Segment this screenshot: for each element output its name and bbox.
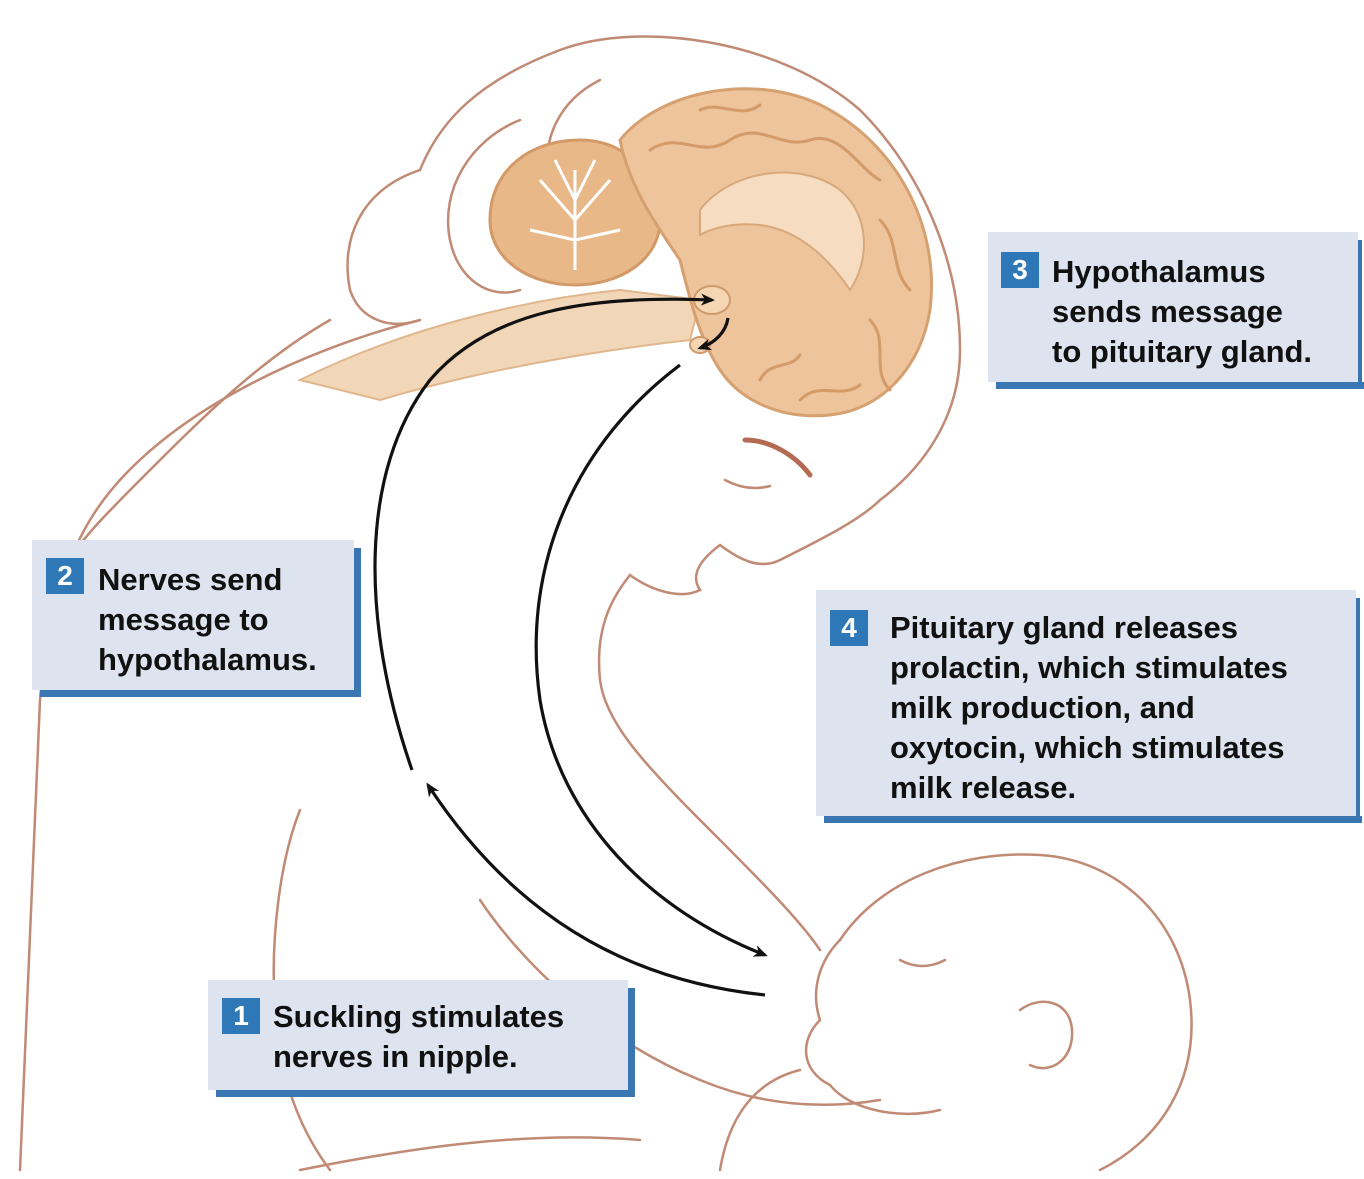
baby-body — [720, 1070, 800, 1170]
baby-eye — [900, 960, 945, 966]
step-3-text: Hypothalamus sends message to pituitary … — [1052, 252, 1312, 372]
step-1-callout: 1 Suckling stimulates nerves in nipple. — [208, 980, 628, 1090]
mother-chin-neck — [599, 575, 820, 950]
step-2-number-badge: 2 — [46, 558, 84, 594]
step-2-callout: 2 Nerves send message to hypothalamus. — [32, 540, 354, 690]
feedback-arrows — [375, 299, 765, 995]
mother-arm-outline — [70, 320, 330, 560]
step-1-text: Suckling stimulates nerves in nipple. — [273, 997, 564, 1077]
baby-ear — [1020, 1002, 1072, 1068]
baby-head-outline — [840, 854, 1192, 1170]
baby-outline — [720, 854, 1192, 1170]
arrow-nipple-to-nerve — [428, 785, 765, 995]
step-2-text: Nerves send message to hypothalamus. — [98, 560, 317, 680]
step-1-number-badge: 1 — [222, 998, 260, 1034]
arrow-pituitary-to-breast — [536, 365, 765, 955]
mother-eyebrow — [745, 440, 810, 475]
step-4-callout: 4 Pituitary gland releases prolactin, wh… — [816, 590, 1356, 816]
mother-face-outline — [630, 500, 880, 594]
mother-lower-arm — [300, 1137, 640, 1170]
step-3-number-badge: 3 — [1001, 252, 1039, 288]
mother-eye — [725, 480, 770, 488]
step-4-text: Pituitary gland releases prolactin, whic… — [890, 608, 1288, 808]
step-3-callout: 3 Hypothalamus sends message to pituitar… — [988, 232, 1358, 382]
brain-illustration — [300, 89, 932, 416]
step-4-number-badge: 4 — [830, 610, 868, 646]
